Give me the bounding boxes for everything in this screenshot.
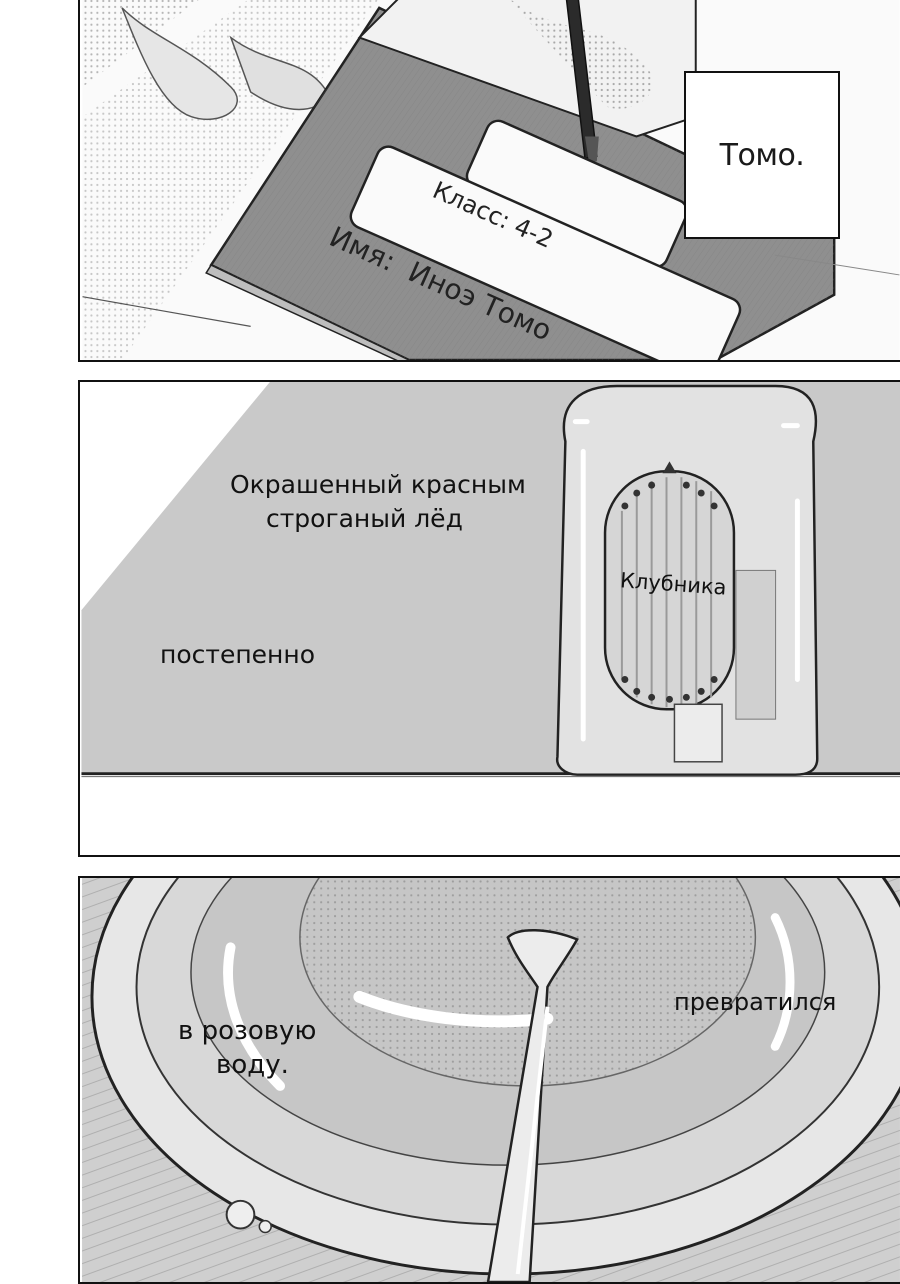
shaved-ice-illustration [81,382,900,855]
bowl-illustration [82,878,900,1282]
caption-tomo-text: Томо. [719,137,805,173]
caption-red-ice-line1: Окрашенный красным [230,470,526,499]
caption-tomo: Томо. [684,71,840,239]
caption-turned: превратился [674,988,837,1016]
panel-notebook: Класс: 4-2 Имя: Иноэ Томо [78,0,900,362]
panel-shaved-ice: Окрашенный красным строганый лёд постепе… [78,380,900,857]
caption-into-line1: в розовую [178,1016,317,1046]
caption-into-line2: воду. [216,1050,289,1080]
caption-gradually: постепенно [160,640,316,669]
caption-red-ice-line2: строганый лёд [266,504,463,533]
panel-bowl: превратился в розовую воду. [78,876,900,1284]
